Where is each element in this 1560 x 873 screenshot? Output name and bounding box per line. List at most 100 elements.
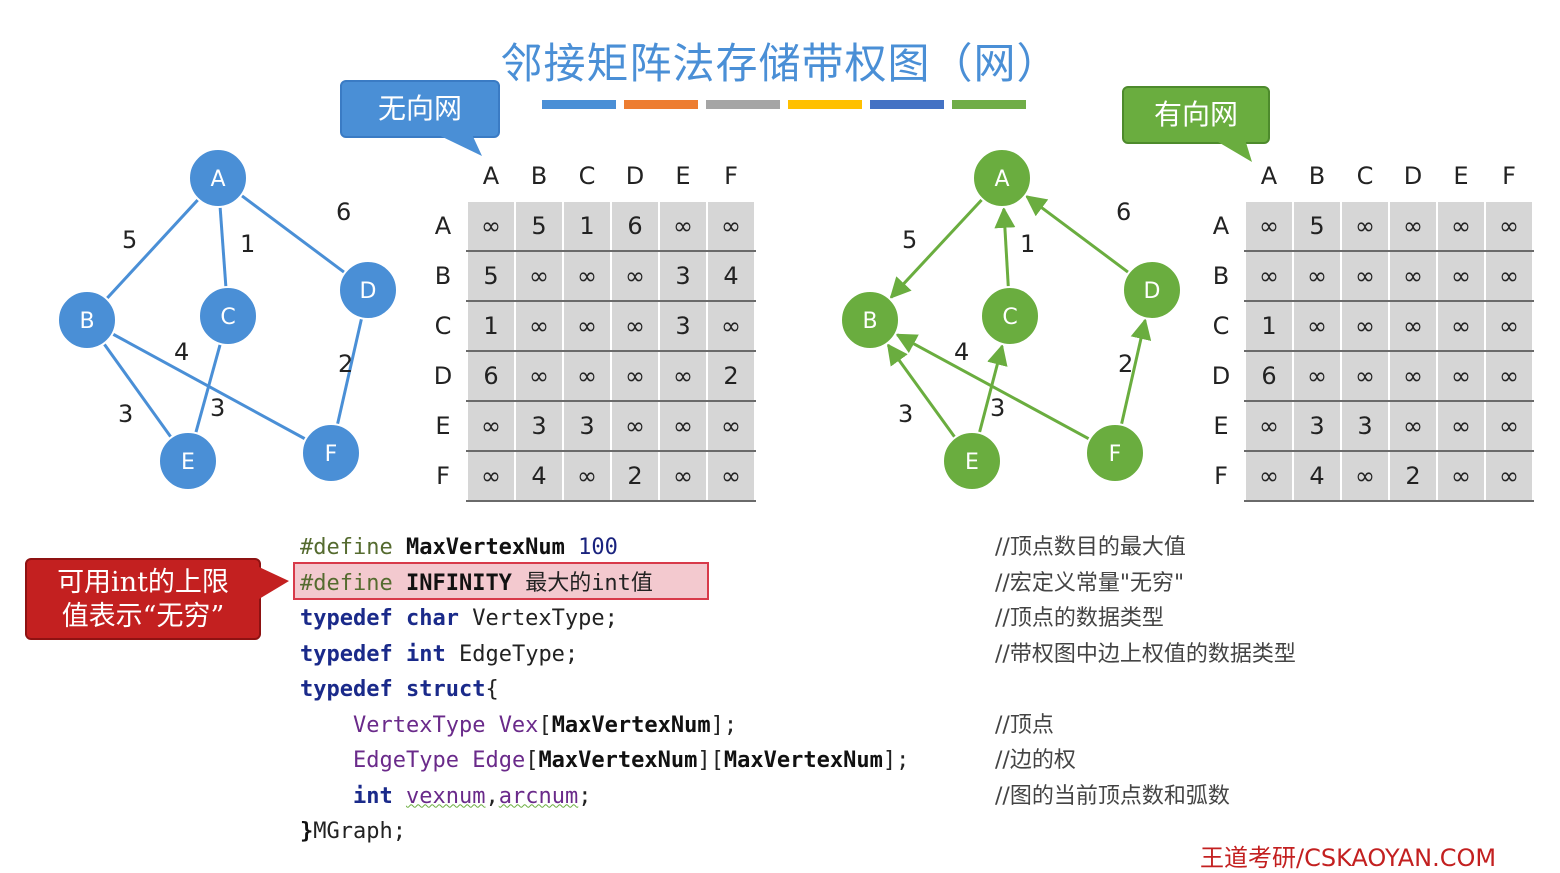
graph-vertex <box>840 290 900 350</box>
comment-line-7: //边的权 <box>995 748 1076 773</box>
matrix-cell: ∞ <box>1244 450 1294 502</box>
matrix-corner <box>1198 152 1245 201</box>
matrix-row-header: C <box>434 312 452 340</box>
graph-vertex <box>1085 423 1145 483</box>
matrix-cell: ∞ <box>1388 250 1438 302</box>
matrix-cell: ∞ <box>610 400 660 452</box>
matrix-cell: ∞ <box>1484 450 1534 502</box>
edge-weight-label: 1 <box>1020 230 1035 258</box>
vertex-label: F <box>1109 442 1122 467</box>
infinity-line-highlight <box>293 562 709 600</box>
matrix-cell: ∞ <box>1340 200 1390 252</box>
edge-weight-label: 2 <box>338 350 353 378</box>
graph-vertex <box>1122 260 1182 320</box>
code-line-9: }MGraph; <box>300 814 909 850</box>
matrix-row-header: F <box>436 462 450 490</box>
matrix-cell: ∞ <box>514 250 564 302</box>
edge-weight-label: 2 <box>1118 350 1133 378</box>
graph-edge <box>994 206 1016 288</box>
matrix-column-header: E <box>1453 162 1469 190</box>
code-line-8: int vexnum,arcnum; <box>300 779 909 815</box>
matrix-cell: ∞ <box>610 300 660 352</box>
matrix-cell: 5 <box>466 250 516 302</box>
infinity-note-pointer <box>259 567 289 599</box>
code-block: #define MaxVertexNum 100#define INFINITY… <box>300 530 909 850</box>
matrix-cell: ∞ <box>1244 200 1294 252</box>
matrix-column-header: D <box>1403 162 1423 190</box>
graph-edge <box>886 343 957 439</box>
matrix-cell: 1 <box>466 300 516 352</box>
graph-vertex <box>338 260 398 320</box>
matrix-column-header: C <box>578 162 596 190</box>
vertex-label: D <box>360 279 377 304</box>
matrix-cell: ∞ <box>1340 450 1390 502</box>
matrix-cell: ∞ <box>1484 250 1534 302</box>
matrix-cell: ∞ <box>1340 350 1390 402</box>
code-token: ][ <box>697 748 724 773</box>
vertex-label: B <box>862 309 877 334</box>
matrix-row-header: B <box>434 262 452 290</box>
matrix-row-header: A <box>434 212 452 240</box>
matrix-cell: ∞ <box>562 350 612 402</box>
matrix-cell: ∞ <box>466 200 516 252</box>
matrix-row: F∞4∞2∞∞ <box>1198 450 1534 502</box>
code-token: ]; <box>882 748 910 773</box>
code-comments: //顶点数目的最大值//宏定义常量"无穷"//顶点的数据类型//带权图中边上权值… <box>995 530 1296 814</box>
matrix-column-header: F <box>1502 162 1516 190</box>
code-token: struct <box>405 677 486 702</box>
matrix-cell: ∞ <box>466 400 516 452</box>
matrix-column-header: A <box>1260 162 1278 190</box>
code-token: int <box>352 783 393 809</box>
graph-edge <box>194 343 222 434</box>
matrix-cell: ∞ <box>706 400 756 452</box>
matrix-cell: 3 <box>514 400 564 452</box>
matrix-row-header: A <box>1212 212 1230 240</box>
graph-edge <box>895 333 1091 441</box>
matrix-row: B∞∞∞∞∞∞ <box>1198 250 1534 302</box>
code-token: int <box>405 641 446 667</box>
matrix-cell: 2 <box>706 350 756 402</box>
matrix-cell: ∞ <box>1292 350 1342 402</box>
matrix-cell: ∞ <box>706 200 756 252</box>
vertex-label: F <box>325 442 338 467</box>
code-token: typedef <box>300 606 393 631</box>
graph-edge <box>1025 195 1130 274</box>
matrix-cell: ∞ <box>658 400 708 452</box>
comment-line-8: //图的当前顶点数和弧数 <box>995 783 1230 809</box>
matrix-cell: ∞ <box>514 350 564 402</box>
graph-edge <box>240 194 346 274</box>
edge-weight-label: 5 <box>122 226 137 254</box>
edge-weight-label: 6 <box>1116 198 1131 226</box>
edge-weight-label: 1 <box>240 230 255 258</box>
edge-weight-label: 3 <box>118 400 133 428</box>
edge-weight-label: 3 <box>210 394 225 422</box>
matrix-cell: ∞ <box>1292 250 1342 302</box>
matrix-column-header: F <box>724 162 738 190</box>
matrix-cell: ∞ <box>1388 200 1438 252</box>
title-stripe <box>788 100 862 109</box>
matrix-cell: ∞ <box>1484 200 1534 252</box>
graph-vertex <box>158 431 218 491</box>
matrix-cell: 4 <box>706 250 756 302</box>
title-stripe <box>542 100 616 109</box>
matrix-cell: ∞ <box>1244 400 1294 452</box>
code-token: MaxVertexNum <box>405 535 565 560</box>
code-token: EdgeType; <box>458 641 579 667</box>
matrix-row-header: D <box>1211 362 1231 390</box>
code-token: ; <box>578 783 592 809</box>
matrix-cell: ∞ <box>1436 250 1486 302</box>
code-token: VertexType; <box>472 606 618 631</box>
matrix-column-header: C <box>1356 162 1374 190</box>
matrix-cell: ∞ <box>562 300 612 352</box>
graph-edge <box>102 342 173 439</box>
vertex-label: D <box>1144 279 1161 304</box>
matrix-cell: ∞ <box>658 350 708 402</box>
code-token: Edge <box>472 748 526 773</box>
matrix-cell: 3 <box>1292 400 1342 452</box>
graph-edge <box>335 317 364 426</box>
matrix-cell: 1 <box>562 200 612 252</box>
code-token: { <box>485 677 499 702</box>
